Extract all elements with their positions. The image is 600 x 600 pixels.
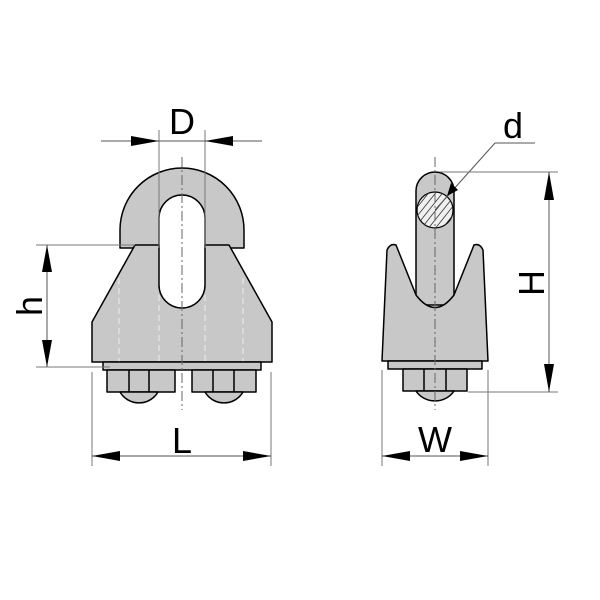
front-view: D h L <box>9 101 273 466</box>
dimension-W: W <box>381 370 489 466</box>
label-D: D <box>169 101 195 142</box>
dimension-H: H <box>440 171 558 393</box>
dimension-h: h <box>9 244 135 368</box>
label-L: L <box>172 420 192 461</box>
dimension-D: D <box>101 101 262 248</box>
label-W: W <box>418 419 452 460</box>
u-bolt <box>119 167 245 249</box>
left-nut <box>106 369 176 404</box>
saddle-side <box>381 243 489 362</box>
dimension-d: d <box>434 105 535 211</box>
label-h: h <box>9 296 50 316</box>
label-d: d <box>503 105 523 146</box>
right-nut <box>191 369 257 404</box>
label-H: H <box>511 270 552 296</box>
dimension-L: L <box>91 372 272 466</box>
side-view: d H W <box>381 105 558 466</box>
